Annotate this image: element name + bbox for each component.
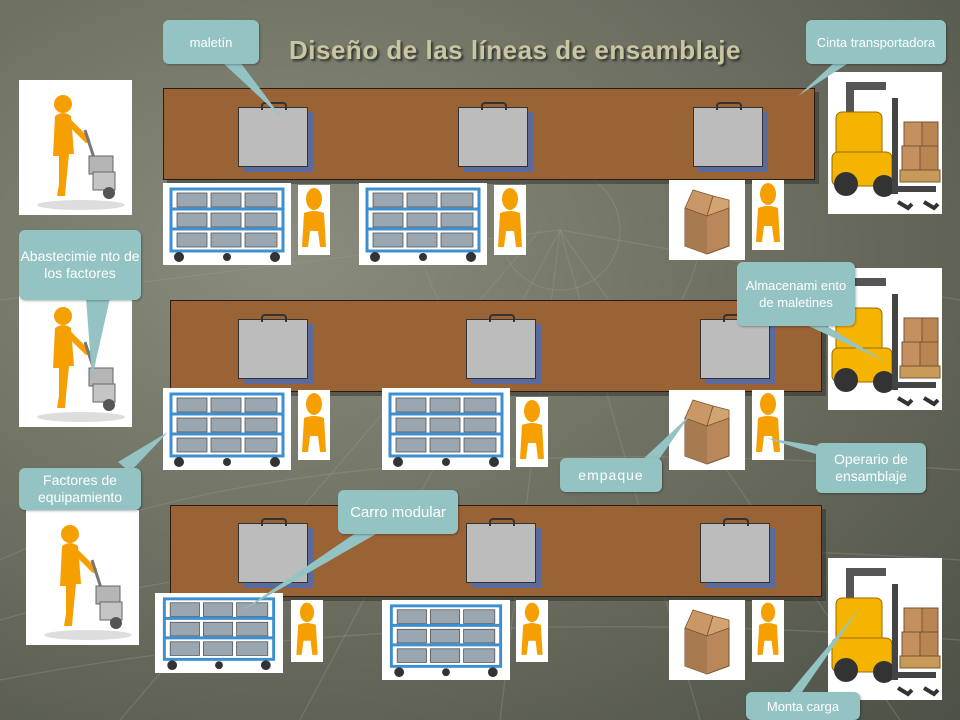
operator-figure-icon	[298, 390, 330, 460]
page-title: Diseño de las líneas de ensamblaje	[289, 35, 741, 66]
forklift-icon	[828, 72, 942, 214]
operator-figure-icon	[752, 600, 784, 662]
worker-with-hand-truck-icon	[19, 292, 132, 427]
operator-figure-icon	[291, 600, 323, 662]
briefcase-icon	[700, 314, 770, 379]
briefcase-icon	[466, 518, 536, 583]
callout-factores-equipamiento: Factores de equipamiento	[19, 468, 141, 510]
worker-with-hand-truck-icon	[26, 510, 139, 645]
callout-carro-modular: Carro modular	[338, 490, 458, 534]
callout-cinta-transportadora: Cinta transportadora	[806, 20, 946, 64]
callout-almacenamiento: Almacenami ento de maletines	[737, 262, 855, 326]
modular-cart-icon	[155, 593, 283, 673]
operator-figure-icon	[752, 390, 784, 460]
callout-monta-carga: Monta carga	[746, 692, 860, 720]
briefcase-icon	[238, 102, 308, 167]
forklift-icon	[828, 558, 942, 700]
modular-cart-icon	[163, 183, 291, 265]
operator-figure-icon	[752, 180, 784, 250]
modular-cart-icon	[359, 183, 487, 265]
callout-maletin: maletín	[163, 20, 259, 64]
operator-figure-icon	[516, 397, 548, 467]
operator-figure-icon	[298, 185, 330, 255]
modular-cart-icon	[382, 388, 510, 470]
callout-empaque: empaque	[560, 458, 662, 492]
briefcase-icon	[700, 518, 770, 583]
cardboard-box-icon	[669, 600, 745, 680]
callout-operario-ensamblaje: Operario de ensamblaje	[816, 443, 926, 493]
cardboard-box-icon	[669, 180, 745, 260]
briefcase-icon	[458, 102, 528, 167]
operator-figure-icon	[516, 600, 548, 662]
briefcase-icon	[238, 314, 308, 379]
worker-with-hand-truck-icon	[19, 80, 132, 215]
briefcase-icon	[466, 314, 536, 379]
briefcase-icon	[238, 518, 308, 583]
callout-abastecimiento: Abastecimie nto de los factores	[19, 230, 141, 300]
modular-cart-icon	[163, 388, 291, 470]
briefcase-icon	[693, 102, 763, 167]
cardboard-box-icon	[669, 390, 745, 470]
operator-figure-icon	[494, 185, 526, 255]
modular-cart-icon	[382, 600, 510, 680]
